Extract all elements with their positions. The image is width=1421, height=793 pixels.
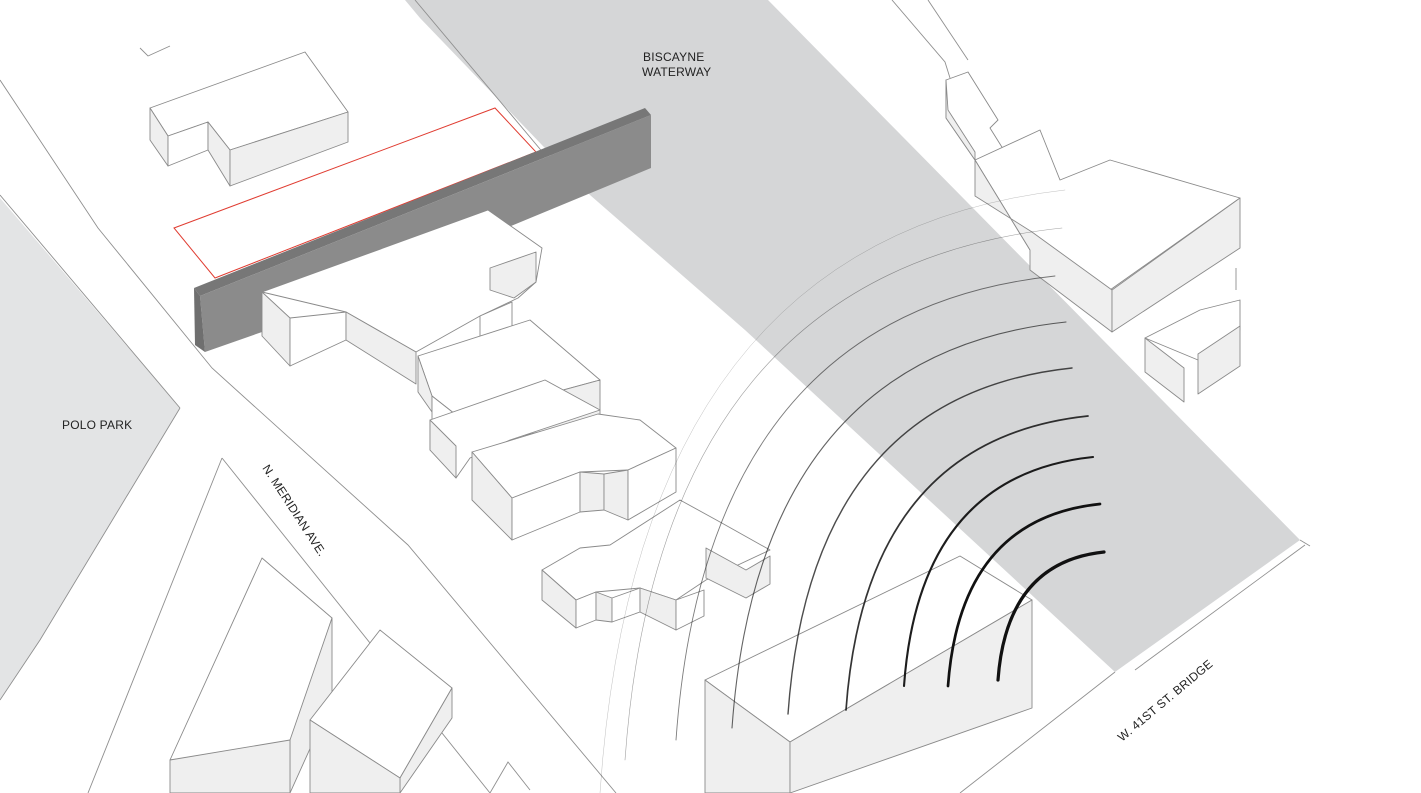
building-southwest-1 [169, 557, 333, 793]
sound-wave-arc [902, 455, 1095, 688]
building-southwest-2 [309, 629, 453, 793]
polo-park-area [0, 198, 180, 700]
proposed-sound-wall [194, 108, 651, 352]
bridge-label: W. 41ST ST. BRIDGE [1115, 657, 1215, 744]
sound-wave-arc [599, 189, 1066, 793]
building-south [704, 555, 1033, 793]
building-1 [261, 209, 543, 385]
sound-waves [599, 189, 1106, 793]
building-4 [471, 413, 677, 541]
building-east-3 [1144, 268, 1241, 403]
waterway-label-line2: WATERWAY [642, 65, 711, 79]
polo-park-label: POLO PARK [62, 418, 132, 432]
sound-wave-arc [946, 502, 1102, 688]
sound-wave-arc [787, 367, 1073, 715]
sound-wave-arc [731, 321, 1067, 729]
building-east-2 [974, 129, 1241, 333]
street-label: N. MERIDIAN AVE. [259, 462, 329, 559]
sound-wave-arc [845, 415, 1089, 711]
building-east-1 [945, 71, 1006, 161]
road-lines [0, 0, 1311, 793]
building-5 [541, 499, 771, 631]
sound-wave-arc [624, 227, 1063, 761]
sound-wave-arc [675, 275, 1056, 741]
sound-wave-arc [996, 550, 1106, 682]
waterway-label-line1: BISCAYNE [643, 50, 704, 64]
building-north [149, 51, 349, 187]
